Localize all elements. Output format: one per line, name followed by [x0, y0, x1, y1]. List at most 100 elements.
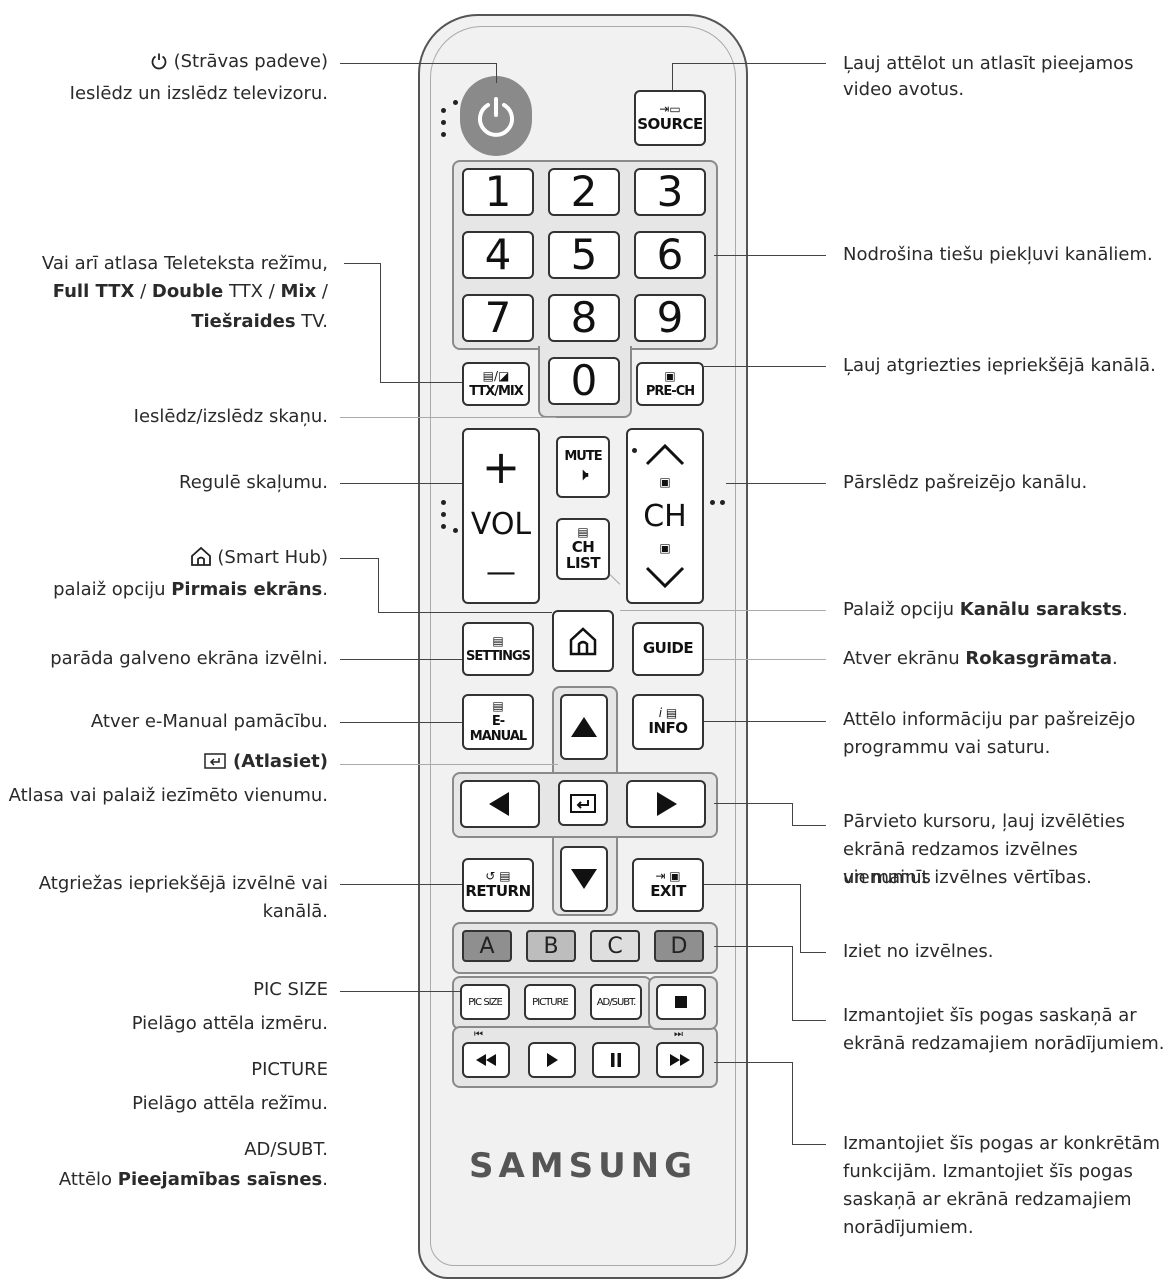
number-key-0[interactable]: 0 [548, 357, 620, 405]
channel-description: Pārslēdz pašreizējo kanālu. [843, 472, 1088, 493]
previous-channel-icon: ▣ [664, 368, 676, 383]
ch-list-button[interactable]: ▤ CH LIST [556, 518, 610, 580]
key-label: 8 [570, 293, 598, 342]
number-key-9[interactable]: 9 [634, 294, 706, 342]
ttx-description-1: Vai arī atlasa Teleteksta režīmu, [41, 253, 328, 274]
left-arrow-button[interactable] [460, 780, 540, 828]
number-key-4[interactable]: 4 [462, 231, 534, 279]
color-key-b[interactable]: B [526, 930, 576, 962]
number-key-6[interactable]: 6 [634, 231, 706, 279]
pic-size-button[interactable]: PIC SIZE [460, 984, 510, 1020]
channel-rocker[interactable]: ▣ CH ▣ [626, 428, 704, 604]
smart-hub-label: (Smart Hub) [0, 544, 328, 575]
leader-line [378, 558, 379, 612]
text: TTX / [223, 281, 281, 302]
guide-button[interactable]: GUIDE [632, 622, 704, 676]
select-button[interactable] [558, 780, 608, 826]
color-key-d[interactable]: D [654, 930, 704, 962]
return-description-2: kanālā. [262, 901, 328, 922]
key-label: C [607, 933, 623, 959]
prech-label: PRE-CH [645, 383, 695, 399]
return-label: RETURN [465, 882, 531, 901]
leader-line [714, 946, 792, 947]
ch-list-label-1: CH [571, 538, 595, 557]
leader-line [792, 946, 793, 1020]
ch-list-description: Palaiž opciju Kanālu saraksts. [843, 596, 1163, 624]
source-description-2: video avotus. [843, 79, 965, 100]
leader-line [344, 263, 380, 264]
color-keys-description-1: Izmantojiet šīs pogas saskaņā ar [843, 1005, 1137, 1026]
source-description-1: Ļauj attēlot un atlasīt pieejamos [843, 53, 1134, 74]
leader-line [714, 255, 826, 256]
volume-rocker[interactable]: + VOL — [462, 428, 540, 604]
settings-label: SETTINGS [465, 648, 531, 664]
color-key-c[interactable]: C [590, 930, 640, 962]
pause-button[interactable] [592, 1042, 640, 1078]
source-icon: ⇥▭ [659, 102, 681, 117]
number-key-2[interactable]: 2 [548, 168, 620, 216]
info-description-1: Attēlo informāciju par pašreizējo [843, 709, 1136, 730]
indicator-dot [441, 132, 446, 137]
leader-line [672, 63, 826, 64]
ttx-mode-live: Tiešraides [191, 311, 296, 332]
select-title: (Atlasiet) [232, 751, 328, 772]
number-key-8[interactable]: 8 [548, 294, 620, 342]
volume-description: Regulē skaļumu. [179, 472, 328, 493]
arrow-left-icon [489, 792, 509, 816]
color-key-a[interactable]: A [462, 930, 512, 962]
number-key-7[interactable]: 7 [462, 294, 534, 342]
up-arrow-button[interactable] [560, 694, 608, 760]
pic-size-label: PIC SIZE [468, 996, 503, 1008]
number-key-3[interactable]: 3 [634, 168, 706, 216]
navigation-description-2: ekrānā redzamos izvēlnes vienumus [843, 839, 1078, 888]
exit-button[interactable]: ⇥ ▣ EXIT [632, 858, 704, 912]
text: . [1112, 648, 1118, 669]
e-manual-label: E-MANUAL [469, 714, 527, 744]
e-manual-button[interactable]: ▤ E-MANUAL [462, 694, 534, 750]
source-button[interactable]: ⇥▭ SOURCE [634, 90, 706, 146]
select-icon [203, 751, 227, 779]
stop-button[interactable] [656, 984, 706, 1020]
return-button[interactable]: ↺ ▤ RETURN [462, 858, 534, 912]
media-keys-description-1: Izmantojiet šīs pogas ar konkrētām [843, 1133, 1161, 1154]
channel-up-icon[interactable] [643, 442, 687, 468]
ad-subt-button[interactable]: AD/SUBT. [590, 984, 642, 1020]
volume-up-icon[interactable]: + [481, 440, 521, 494]
teletext-icon: ▤/◪ [482, 368, 510, 383]
pic-size-description: Pielāgo attēla izmēru. [131, 1013, 328, 1034]
text: / [316, 281, 328, 302]
picture-label: PICTURE [532, 996, 569, 1008]
key-label: 3 [656, 167, 684, 216]
leader-line [792, 1020, 826, 1021]
settings-button[interactable]: ▤ SETTINGS [462, 622, 534, 676]
guide-description: Atver ekrānu Rokasgrāmata. [843, 645, 1163, 673]
key-label: D [670, 933, 688, 959]
home-button[interactable] [552, 610, 614, 672]
ttx-mix-button[interactable]: ▤/◪ TTX/MIX [462, 362, 530, 406]
indicator-dot [441, 120, 446, 125]
play-button[interactable] [528, 1042, 576, 1078]
info-button[interactable]: i ▤ INFO [632, 694, 704, 750]
mute-button[interactable]: MUTE 🕨 [556, 436, 610, 498]
indicator-dot [441, 524, 446, 529]
leader-line [340, 558, 378, 559]
indicator-dot [453, 100, 458, 105]
right-arrow-button[interactable] [626, 780, 706, 828]
number-key-5[interactable]: 5 [548, 231, 620, 279]
leader-line [792, 1062, 793, 1144]
channel-list-icon: ▤ [577, 525, 589, 540]
number-key-1[interactable]: 1 [462, 168, 534, 216]
media-keys-description-3: saskaņā ar ekrānā redzamajiem [843, 1189, 1132, 1210]
leader-line [714, 1062, 792, 1063]
channel-down-icon[interactable] [643, 564, 687, 590]
indicator-dot [441, 512, 446, 517]
volume-down-icon[interactable]: — [486, 555, 516, 590]
media-keys-description-2: funkcijām. Izmantojiet šīs pogas [843, 1161, 1133, 1182]
power-button[interactable] [460, 76, 532, 156]
pre-ch-button[interactable]: ▣ PRE-CH [636, 362, 704, 406]
rewind-button[interactable] [462, 1042, 510, 1078]
stop-icon [675, 996, 687, 1008]
down-arrow-button[interactable] [560, 846, 608, 912]
fast-forward-button[interactable] [656, 1042, 704, 1078]
picture-button[interactable]: PICTURE [524, 984, 576, 1020]
